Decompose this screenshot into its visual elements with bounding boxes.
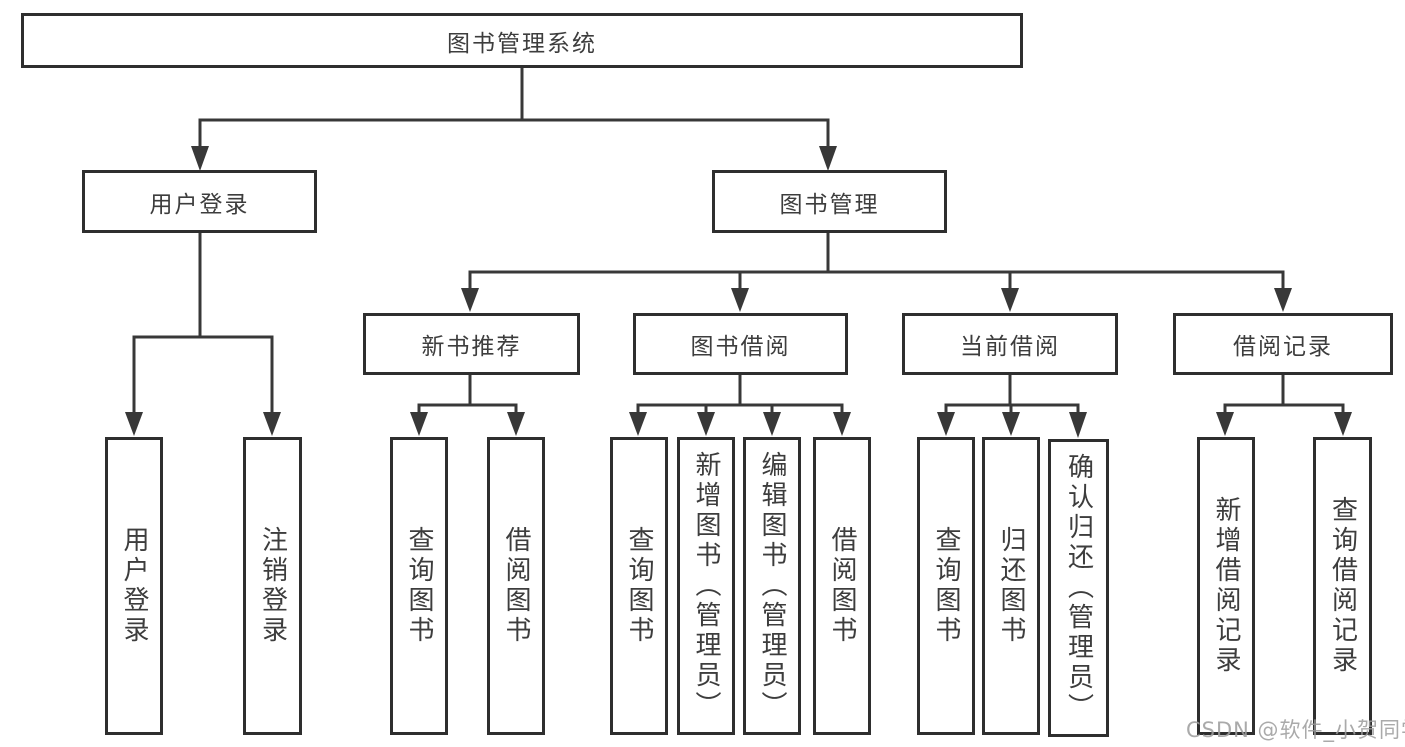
node-book-borrowing: 图书借阅 [633, 313, 848, 375]
node-book-management: 图书管理 [712, 170, 947, 233]
leaf-query-borrow-record: 查询借阅记录 [1313, 437, 1372, 735]
node-user-login: 用户登录 [82, 170, 317, 233]
leaf-borrow-books-new: 借阅图书 [487, 437, 545, 735]
leaf-logout: 注销登录 [243, 437, 302, 735]
node-borrowing-records: 借阅记录 [1173, 313, 1393, 375]
node-current-borrowing: 当前借阅 [902, 313, 1118, 375]
leaf-borrow-books: 借阅图书 [813, 437, 871, 735]
leaf-query-books-new: 查询图书 [390, 437, 448, 735]
leaf-add-books-admin: 新增图书（管理员） [677, 437, 735, 735]
leaf-query-books-borrow: 查询图书 [610, 437, 668, 735]
leaf-user-login: 用户登录 [105, 437, 163, 735]
leaf-confirm-return-admin: 确认归还（管理员） [1048, 439, 1109, 737]
leaf-edit-books-admin: 编辑图书（管理员） [743, 437, 801, 735]
leaf-return-books: 归还图书 [982, 437, 1040, 735]
csdn-watermark: CSDN @软件_小贺同学 [1186, 718, 1405, 742]
leaf-add-borrow-record: 新增借阅记录 [1197, 437, 1255, 735]
leaf-query-books-current: 查询图书 [917, 437, 975, 735]
node-library-management-system: 图书管理系统 [21, 13, 1023, 68]
node-new-book-recommendation: 新书推荐 [363, 313, 580, 375]
